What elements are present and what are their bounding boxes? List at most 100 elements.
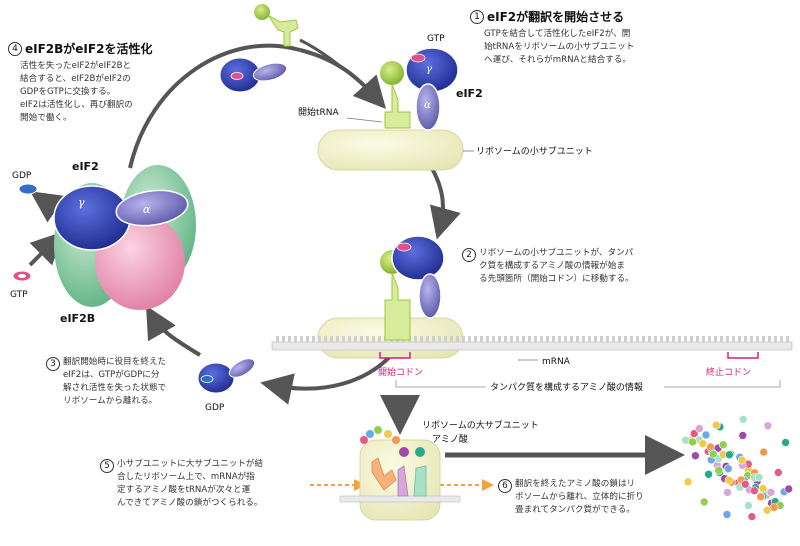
step1-eif2-label: eIF2 bbox=[456, 87, 483, 100]
gtp-label-left: GTP bbox=[10, 290, 28, 300]
mrna-tick bbox=[354, 336, 357, 342]
protein-bead bbox=[759, 447, 769, 457]
protein-bead bbox=[750, 486, 759, 496]
eif2-label-left: eIF2 bbox=[72, 160, 99, 173]
mrna-tick bbox=[732, 336, 735, 342]
mrna-tick bbox=[666, 336, 669, 342]
arrow-step1-to-2 bbox=[428, 163, 461, 240]
gdp-label-left: GDP bbox=[12, 171, 32, 181]
step4-line-2: 結合すると、eIF2BがeIF2の bbox=[20, 74, 131, 84]
mrna-tick bbox=[648, 336, 651, 342]
amino-acid-label: アミノ酸 bbox=[432, 434, 468, 445]
protein-bead bbox=[756, 492, 766, 502]
gtp-molecule-left: GTP bbox=[10, 270, 32, 300]
mrna-tick bbox=[552, 336, 555, 342]
protein-bead bbox=[699, 497, 709, 507]
protein-info-label: タンパク質を構成するアミノ酸の情報 bbox=[490, 381, 643, 393]
mrna-tick bbox=[438, 336, 441, 342]
trna-arrow bbox=[299, 38, 381, 100]
protein-bead bbox=[747, 512, 757, 521]
step1-title: eIF2が翻訳を開始させる bbox=[487, 10, 625, 24]
step4-number: 4 bbox=[8, 41, 22, 56]
mrna-tick bbox=[336, 336, 339, 342]
step6-number: 6 bbox=[498, 479, 512, 493]
step5-line-2: 合したリボソーム上で、mRNAが指 bbox=[117, 472, 255, 482]
protein-bead bbox=[723, 464, 733, 474]
step5-text: 5 小サブユニットに大サブユニットが結 合したリボソーム上で、mRNAが指 定す… bbox=[100, 458, 310, 510]
step4-line-3: GDPをGTPに交換する。 bbox=[20, 87, 116, 97]
step3-number: 3 bbox=[46, 357, 60, 371]
mrna-tick bbox=[426, 336, 429, 342]
eif2b-label: eIF2B bbox=[60, 312, 95, 325]
step3-line-4: リボソームから離れる。 bbox=[63, 396, 158, 406]
protein-bead bbox=[723, 488, 732, 497]
mrna-tick bbox=[306, 336, 309, 342]
mrna-tick bbox=[486, 336, 489, 342]
protein-bead bbox=[773, 468, 783, 477]
mrna-tick bbox=[768, 336, 771, 342]
free-trna-top bbox=[254, 4, 299, 47]
mrna-tick bbox=[288, 336, 291, 342]
mrna-tick bbox=[312, 336, 315, 342]
mrna-tick bbox=[642, 336, 645, 342]
mrna-tick bbox=[558, 336, 561, 342]
step3-line-2: eIF2は、GTPがGDPに分 bbox=[63, 370, 160, 380]
mrna-tick bbox=[372, 336, 375, 342]
mrna-tick bbox=[432, 336, 435, 342]
mrna-tick bbox=[420, 336, 423, 342]
mrna-tick bbox=[276, 336, 279, 342]
step5-line-1: 小サブユニットに大サブユニットが結 bbox=[117, 459, 264, 469]
protein-bead bbox=[701, 430, 711, 440]
stop-codon-bracket bbox=[727, 352, 759, 359]
mrna-tick bbox=[564, 336, 567, 342]
protein-bead bbox=[691, 451, 700, 461]
step3-text: 3 翻訳開始時に役目を終えた eIF2は、GTPがGDPに分 解され活性を失った… bbox=[46, 356, 186, 408]
mrna-tick bbox=[600, 336, 603, 342]
step6-line-3: 畳まれてタンパク質ができる。 bbox=[515, 505, 635, 515]
step6-line-1: 翻訳を終えたアミノ酸の鎖はリ bbox=[515, 479, 636, 489]
step1-number: 1 bbox=[470, 9, 484, 24]
step2-line-3: る先頭箇所（開始コドン）に移動する。 bbox=[479, 274, 634, 284]
mrna-tick bbox=[612, 336, 615, 342]
protein-bead bbox=[754, 472, 764, 482]
mrna-tick bbox=[330, 336, 333, 342]
protein-bead bbox=[683, 477, 693, 487]
gdp-molecule-left: GDP bbox=[12, 171, 38, 195]
stop-codon-label: 終止コドン bbox=[706, 366, 751, 378]
mrna-tick bbox=[702, 336, 705, 342]
mrna-tick bbox=[708, 336, 711, 342]
step1-alpha: α bbox=[424, 100, 431, 111]
mrna-tick bbox=[576, 336, 579, 342]
mrna-tick bbox=[678, 336, 681, 342]
mrna-tick bbox=[294, 336, 297, 342]
protein-bead bbox=[688, 437, 697, 447]
arrow-step3-to-4 bbox=[146, 305, 202, 357]
step1-line-2: 始tRNAをリボソームの小サブユニット bbox=[484, 42, 635, 52]
step1-gtp-label: GTP bbox=[427, 34, 445, 44]
mrna-tick bbox=[360, 336, 363, 342]
step2-assembly: 開始コドン 終止コドン mRNA タンパク質を構成するアミノ酸の情報 bbox=[271, 235, 793, 393]
protein-bead bbox=[718, 440, 728, 450]
mrna-tick bbox=[606, 336, 609, 342]
arrow-into-step1 bbox=[299, 48, 387, 109]
mrna-tick bbox=[456, 336, 459, 342]
start-codon-label: 開始コドン bbox=[378, 366, 423, 378]
mrna-tick bbox=[720, 336, 723, 342]
step3-gdp-label: GDP bbox=[205, 403, 225, 413]
mrna-label: mRNA bbox=[542, 357, 571, 367]
step5-number: 5 bbox=[100, 459, 114, 473]
step3-inactive-eif2: GDP bbox=[197, 358, 256, 413]
mrna-tick bbox=[414, 336, 417, 342]
mrna-tick bbox=[540, 336, 543, 342]
step1-assembly: γ α GTP eIF2 開始tRNA リボソームの小サブユニット bbox=[298, 34, 593, 171]
step2-text: 2 リボソームの小サブユニットが、タンパ ク質を構成するアミノ酸の情報が始ま る… bbox=[462, 247, 662, 286]
mrna-tick bbox=[756, 336, 759, 342]
mrna-tick bbox=[738, 336, 741, 342]
mrna-tick bbox=[348, 336, 351, 342]
step2-line-1: リボソームの小サブユニットが、タンパ bbox=[479, 248, 634, 258]
mrna-tick bbox=[504, 336, 507, 342]
mrna-tick bbox=[726, 336, 729, 342]
protein-bead bbox=[766, 487, 776, 497]
